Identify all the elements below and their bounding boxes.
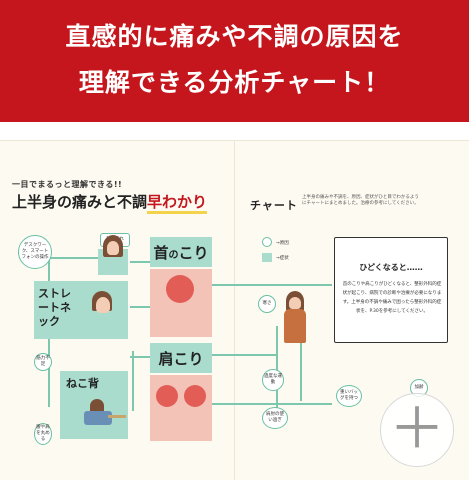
connector	[132, 351, 134, 411]
cause-overexercise: 過度な運動	[262, 369, 284, 391]
neck-stiffness-title: 首のこり	[150, 237, 212, 267]
straight-neck-panel	[34, 281, 128, 339]
desk-illustration	[108, 415, 126, 418]
connector	[300, 341, 302, 401]
headline-highlight: 早わかり	[147, 193, 208, 214]
shoulder-char: 肩	[158, 349, 174, 368]
complication-body: 首のこりや肩こりがひどくなると、整形外科的症状が起こり、病院での診断や治療が必要…	[342, 282, 442, 314]
connector	[130, 306, 150, 308]
connector	[212, 284, 332, 286]
complication-title: ひどくなると……	[359, 263, 423, 272]
legend-cause-icon	[262, 237, 272, 247]
chart-word: チャート	[250, 199, 298, 212]
connector	[212, 403, 332, 405]
cat-back-label: ねこ背	[66, 377, 99, 390]
title-banner: 直感的に痛みや不調の原因を 理解できる分析チャート！	[0, 0, 469, 122]
cause-aging: 加齢	[410, 379, 428, 397]
banner-line-2: 理解できる分析チャート！	[78, 68, 391, 97]
shoulder-body-illustration	[150, 375, 212, 441]
desk-worker-body-illustration	[84, 411, 112, 425]
neck-char: 首	[153, 243, 169, 262]
complication-box: ひどくなると…… 首のこりや肩こりがひどくなると、整形外科的症状が起こり、病院で…	[334, 237, 448, 343]
book-spread-image: 一目でまるっと理解できる!! 上半身の痛みと不調早わかり チャート 上半身の痛み…	[0, 140, 469, 480]
straight-neck-label: ストレートネック	[38, 287, 71, 328]
cause-heavy-bag: 重いバッグを持つ	[336, 385, 362, 407]
legend-symptom-text: →症状	[276, 256, 289, 261]
shoulder-stiffness-word: こり	[173, 349, 204, 368]
neck-particle: の	[168, 249, 179, 261]
banner-line-1: 直感的に痛みや不調の原因を	[65, 22, 404, 51]
connector	[212, 354, 277, 356]
connector	[130, 356, 150, 358]
intro-text: 一目でまるっと理解できる!!	[12, 180, 123, 189]
cause-shoulder-overuse: 肩肘の使い過ぎ	[262, 407, 288, 429]
headnote: 上半身の痛みや不調を、原因、症状がひと目でわかるようにチャートにまとめました。治…	[302, 195, 419, 206]
connector	[48, 257, 102, 259]
shoulder-pain-highlight-right	[184, 385, 206, 407]
cold-woman-face-illustration	[289, 297, 301, 309]
expand-image-button[interactable]: ＋	[380, 393, 454, 467]
shoulder-stiffness-title: 肩こり	[150, 343, 212, 373]
cause-rounded-back: 腰や肩を丸める	[34, 423, 52, 445]
cause-desk-work: デスクワーク、スマートフォンの操作	[18, 235, 52, 269]
cause-cold: 寒さ	[258, 295, 276, 313]
legend-symptom-icon	[262, 253, 272, 262]
neck-stiffness-word: こり	[178, 243, 209, 262]
connector	[130, 261, 150, 263]
plus-icon: ＋	[389, 397, 445, 462]
neck-pain-highlight	[166, 275, 194, 303]
cause-muscle-weakness: 筋力不足	[34, 353, 52, 371]
woman-face-illustration	[107, 241, 119, 255]
shoulder-pain-highlight-left	[156, 385, 178, 407]
legend-cause-text: →原因	[276, 241, 289, 246]
man-face-illustration	[96, 297, 110, 313]
cold-woman-coat-illustration	[284, 309, 306, 343]
page-fold	[234, 141, 235, 480]
headline: 上半身の痛みと不調早わかり	[12, 191, 208, 214]
desk-worker-hair-illustration	[90, 399, 104, 413]
headline-part-1: 上半身の痛みと不調	[12, 193, 148, 211]
